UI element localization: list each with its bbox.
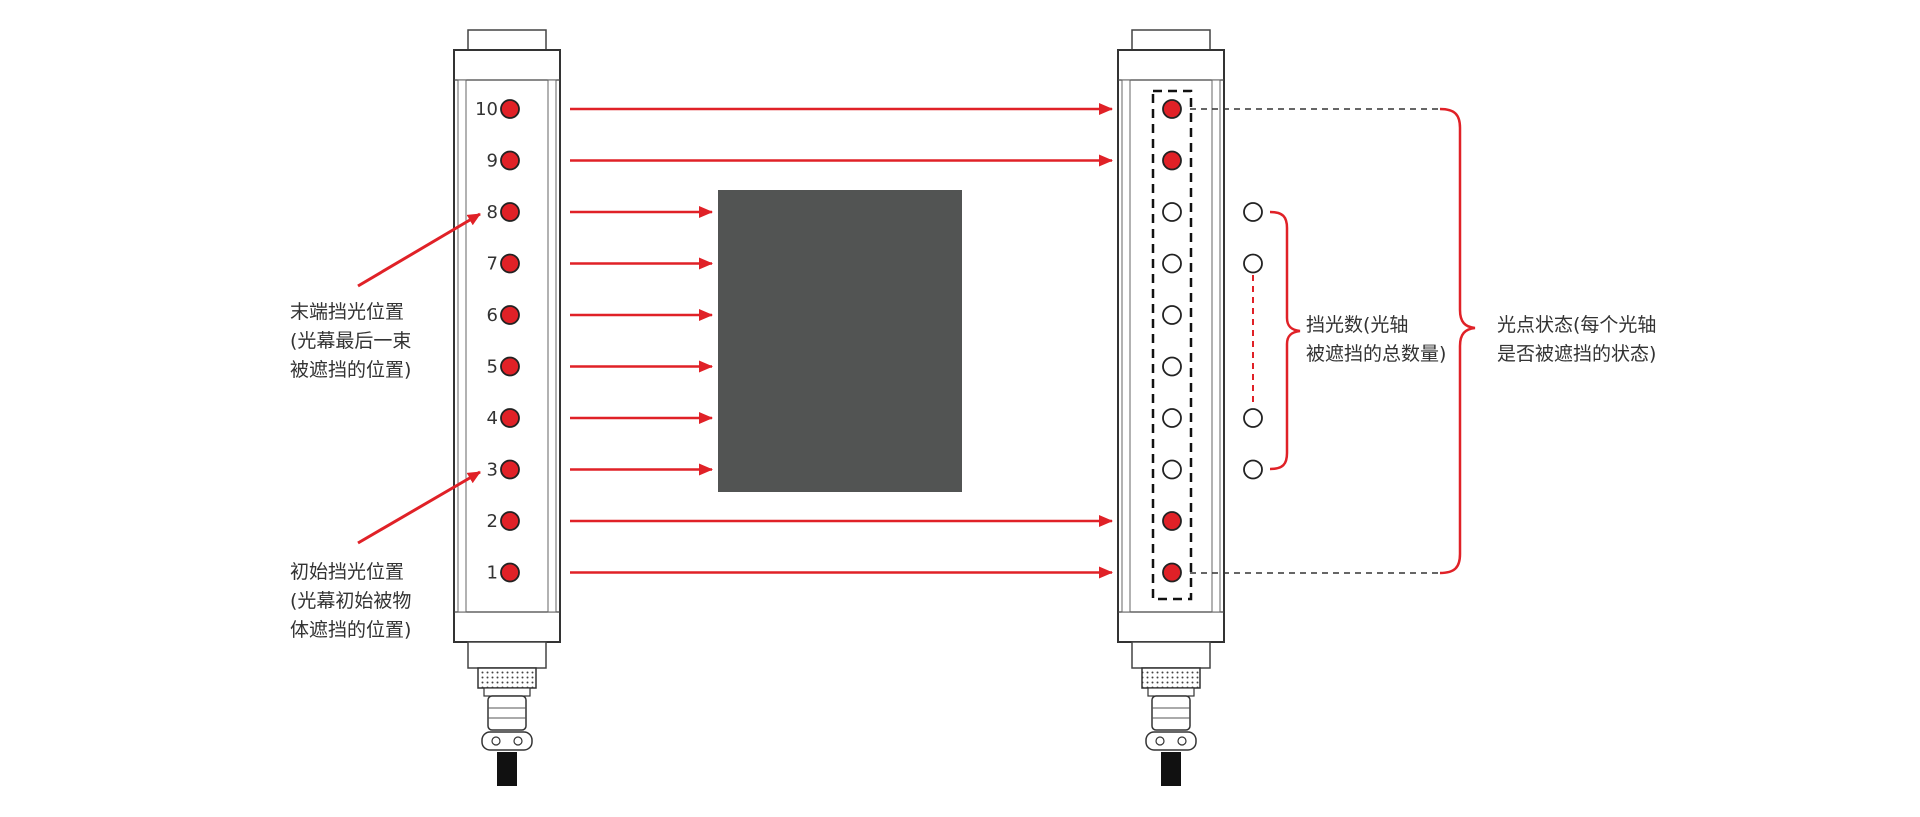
beam-number-4: 4 [487, 408, 498, 429]
receiver-connector [1151, 695, 1191, 731]
blocked-count-label: 挡光数(光轴 被遮挡的总数量) [1306, 314, 1446, 365]
receiver-led-3 [1162, 459, 1182, 480]
receiver-led-5 [1162, 356, 1182, 377]
start-position-pointer [357, 470, 481, 545]
receiver-led-9 [1162, 150, 1182, 171]
beam-number-5: 5 [487, 357, 498, 378]
emitter-led-5 [500, 356, 520, 377]
emitter-housing [453, 49, 561, 643]
emitter-led-10 [500, 99, 520, 119]
status-indicator-column [1243, 202, 1263, 480]
emitter-led-3 [500, 459, 520, 480]
beam-number-9: 9 [487, 151, 498, 172]
receiver-led-2 [1162, 511, 1182, 531]
emitter-led-8 [500, 202, 520, 222]
emitter-unit: 10 9 8 7 6 5 4 3 2 1 [453, 29, 561, 786]
beam-number-2: 2 [487, 511, 498, 532]
emitter-led-9 [500, 150, 520, 171]
receiver-bottom-cap [1131, 641, 1211, 669]
emitter-led-2 [500, 511, 520, 531]
blocked-indicator-3 [1243, 459, 1263, 480]
emitter-led-1 [500, 562, 520, 583]
beam-number-8: 8 [487, 202, 498, 223]
beam-number-1: 1 [487, 563, 498, 584]
receiver-led-8 [1162, 202, 1182, 222]
receiver-status-frame [1151, 89, 1193, 601]
beam-number-6: 6 [487, 305, 498, 326]
receiver-cable [1161, 752, 1181, 786]
receiver-led-1 [1162, 562, 1182, 583]
start-position-label: 初始挡光位置 (光幕初始被物 体遮挡的位置) [290, 561, 417, 641]
beam-number-3: 3 [487, 460, 498, 481]
emitter-connector-nut [477, 667, 537, 689]
emitter-led-4 [500, 408, 520, 428]
blocked-count-brace [1269, 210, 1301, 471]
beam-number-10: 10 [475, 99, 498, 120]
emitter-connector [487, 695, 527, 731]
blocked-indicator-8 [1243, 202, 1263, 222]
emitter-led-6 [500, 305, 520, 325]
receiver-housing [1117, 49, 1225, 643]
receiver-led-4 [1162, 408, 1182, 428]
receiver-led-6 [1162, 305, 1182, 325]
spot-status-brace [1439, 107, 1476, 575]
receiver-led-10 [1162, 99, 1182, 119]
beam-group [570, 103, 1113, 579]
blocked-indicator-7 [1243, 253, 1263, 274]
emitter-led-7 [500, 253, 520, 274]
end-position-label: 末端挡光位置 (光幕最后一束 被遮挡的位置) [290, 301, 417, 381]
receiver-led-7 [1162, 253, 1182, 274]
receiver-connector-nut [1141, 667, 1201, 689]
emitter-cable [497, 752, 517, 786]
emitter-bottom-cap [467, 641, 547, 669]
receiver-unit [1117, 29, 1225, 786]
annotation-graphics [357, 107, 1476, 575]
receiver-top-cap [1131, 29, 1211, 53]
beam-number-7: 7 [487, 254, 498, 275]
obstacle-block [718, 190, 962, 492]
end-position-pointer [357, 212, 481, 288]
blocked-indicator-4 [1243, 408, 1263, 428]
emitter-top-cap [467, 29, 547, 53]
spot-status-label: 光点状态(每个光轴 是否被遮挡的状态) [1497, 314, 1662, 365]
